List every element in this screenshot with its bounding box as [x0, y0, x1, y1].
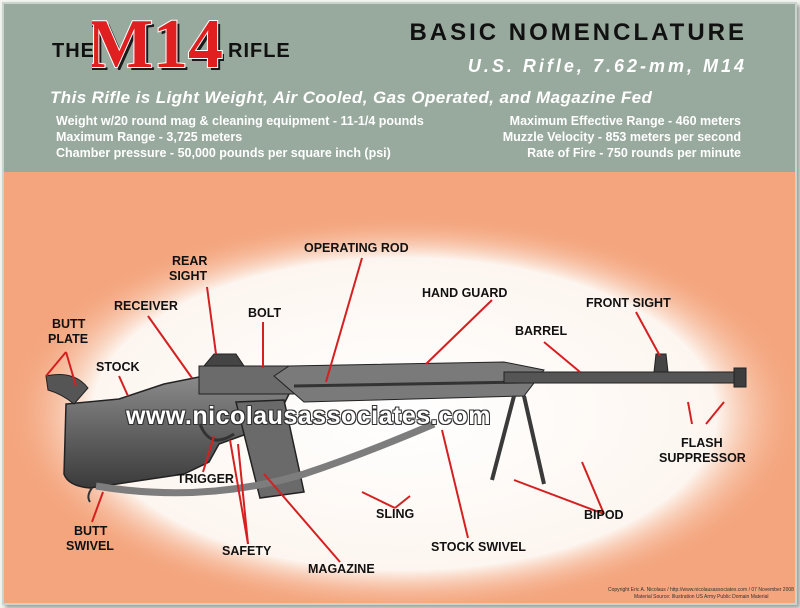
- label-sling: SLING: [376, 507, 415, 521]
- spec-muzzle-velocity: Muzzle Velocity - 853 meters per second: [502, 130, 741, 144]
- label-butt-plate-line1: BUTT: [52, 317, 86, 331]
- white-vignette: [4, 214, 795, 603]
- spec-weight: Weight w/20 round mag & cleaning equipme…: [56, 114, 424, 128]
- header-the: THE: [52, 40, 95, 62]
- label-butt-swivel-line2: SWIVEL: [66, 539, 114, 553]
- label-safety: SAFETY: [222, 544, 272, 558]
- sling-shape: [95, 420, 436, 497]
- rifle-diagram: [4, 214, 795, 603]
- spec-rate-of-fire: Rate of Fire - 750 rounds per minute: [527, 146, 741, 160]
- rear-sight-shape: [202, 353, 245, 367]
- label-hand-guard: HAND GUARD: [422, 286, 508, 300]
- page-subtitle: U.S. Rifle, 7.62-mm, M14: [467, 56, 747, 76]
- label-butt-swivel-line1: BUTT: [74, 524, 108, 538]
- operating-rod-shape: [293, 380, 525, 388]
- m14-logo-shadow: M14: [92, 12, 224, 78]
- label-butt-plate-line2: PLATE: [48, 332, 89, 346]
- label-receiver: RECEIVER: [114, 299, 178, 313]
- label-stock-swivel: STOCK SWIVEL: [431, 540, 526, 554]
- tagline: This Rifle is Light Weight, Air Cooled, …: [50, 88, 653, 107]
- watermark-url: www.nicolausassociates.com: [126, 402, 491, 430]
- leader-lines: [45, 257, 725, 563]
- magazine-shape: [235, 399, 305, 499]
- barrel-shape: [503, 371, 745, 384]
- spec-chamber-pressure: Chamber pressure - 50,000 pounds per squ…: [56, 146, 391, 160]
- rifle-illustration: [45, 353, 747, 503]
- label-trigger: TRIGGER: [177, 472, 234, 486]
- label-flash-suppressor-line1: FLASH: [681, 436, 723, 450]
- label-bipod: BIPOD: [584, 508, 624, 522]
- label-stock: STOCK: [96, 360, 140, 374]
- header-rifle: RIFLE: [228, 40, 291, 62]
- copyright-line-1: Copyright Eric A. Nicolaus / http://www.…: [608, 587, 794, 593]
- copyright-line-2: Material Source: Illustration US Army Pu…: [634, 594, 769, 600]
- bipod-shape: [490, 395, 546, 485]
- label-rear-sight-line1: REAR: [172, 254, 208, 268]
- spec-max-effective-range: Maximum Effective Range - 460 meters: [509, 114, 741, 128]
- label-flash-suppressor-line2: SUPPRESSOR: [659, 451, 746, 465]
- label-barrel: BARREL: [515, 324, 568, 338]
- m14-logo: M14 M14: [92, 12, 224, 78]
- spec-max-range: Maximum Range - 3,725 meters: [56, 130, 243, 144]
- flash-suppressor-shape: [733, 367, 747, 388]
- hand-guard-shape: [273, 361, 545, 403]
- butt-swivel-shape: [87, 487, 93, 503]
- front-sight-shape: [653, 353, 669, 373]
- m14-logo-text: M14: [92, 12, 223, 78]
- page-title: BASIC NOMENCLATURE: [409, 19, 747, 46]
- header-band: [4, 4, 795, 172]
- label-front-sight: FRONT SIGHT: [586, 296, 671, 310]
- label-operating-rod: OPERATING ROD: [304, 241, 409, 255]
- label-magazine: MAGAZINE: [308, 562, 375, 576]
- label-rear-sight-line2: SIGHT: [169, 269, 208, 283]
- butt-plate-shape: [45, 374, 89, 405]
- label-bolt: BOLT: [248, 306, 282, 320]
